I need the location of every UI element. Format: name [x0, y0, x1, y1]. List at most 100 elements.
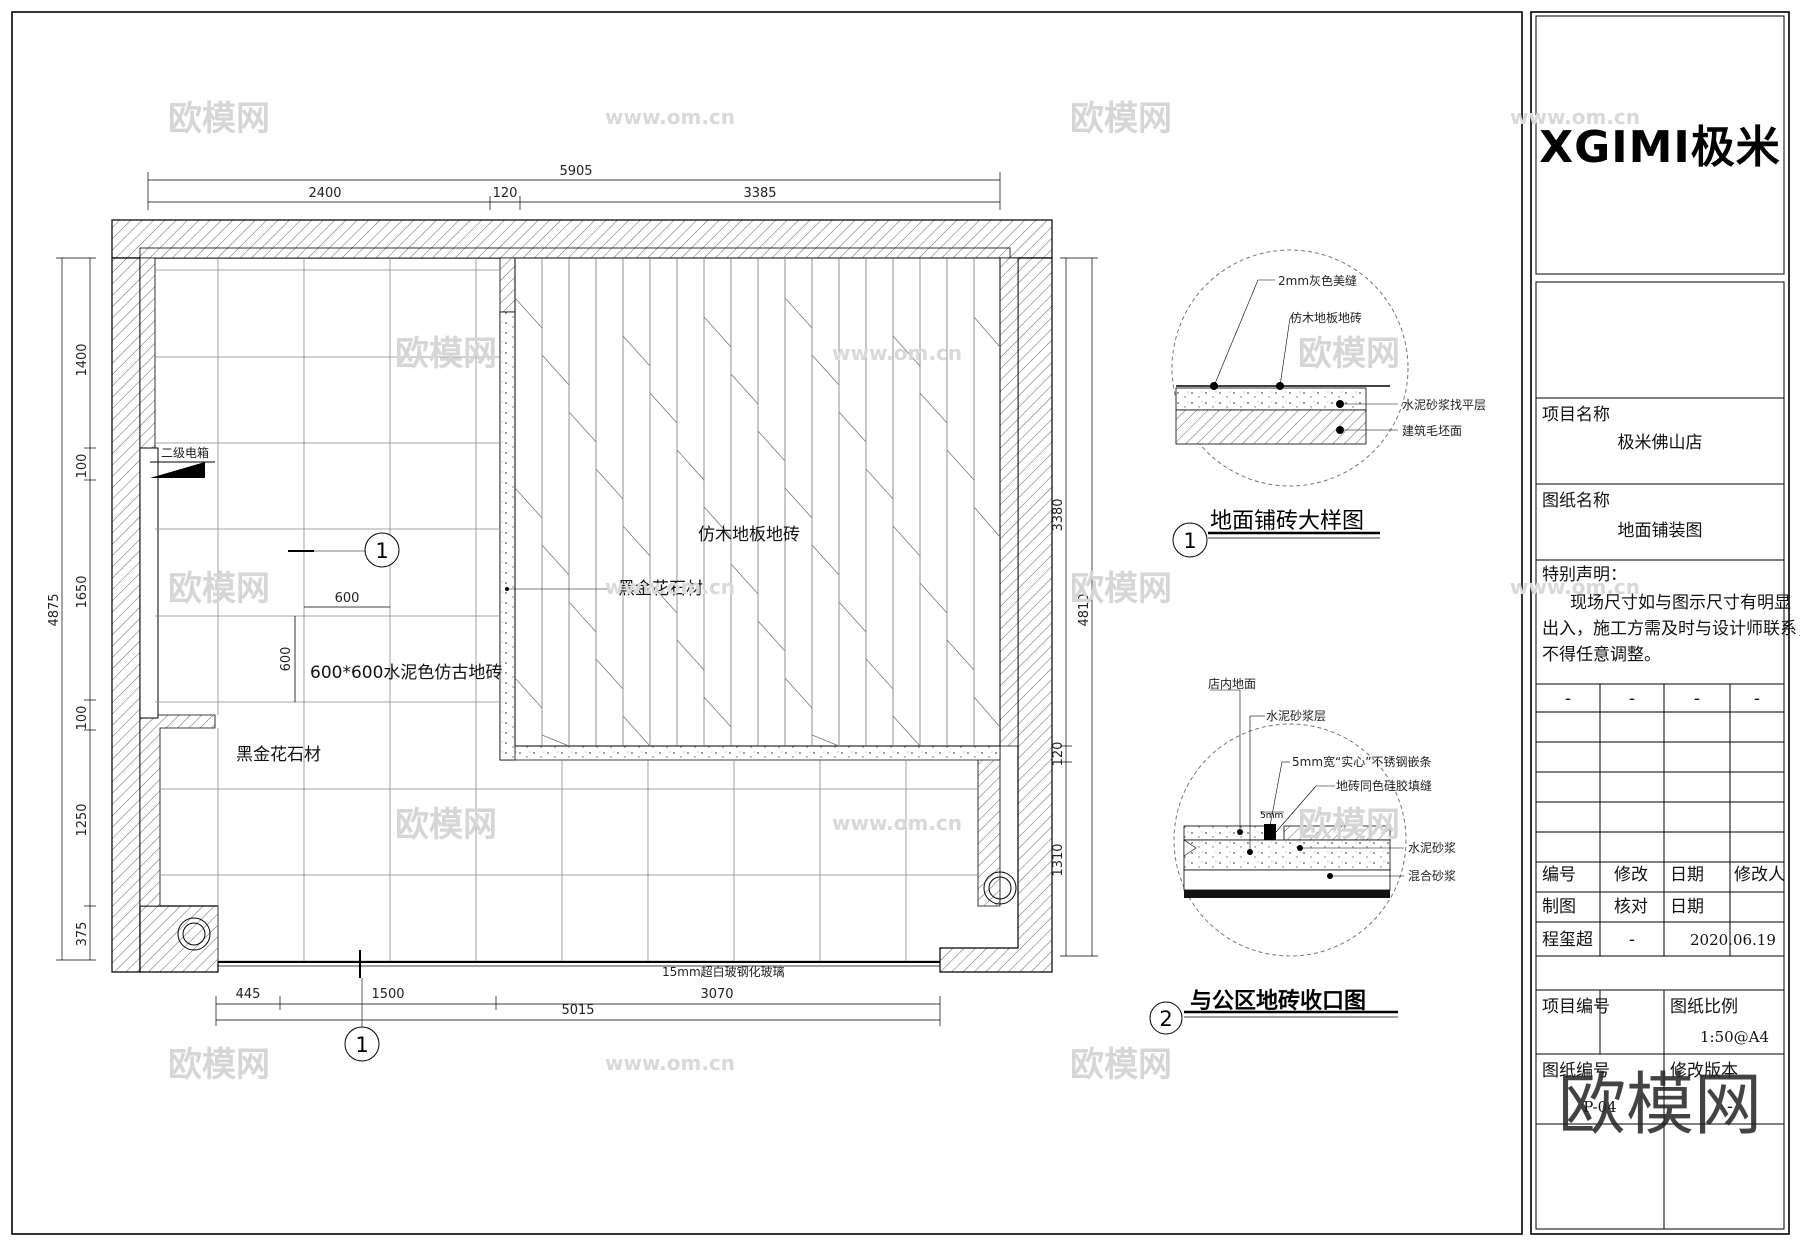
svg-text:欧模网: 欧模网 [1070, 1045, 1172, 1085]
svg-text:欧模网: 欧模网 [168, 99, 270, 139]
sign-header-date: 日期 [1670, 897, 1704, 917]
notice-line-3: 不得任意调整。 [1542, 645, 1661, 665]
svg-text:欧模网: 欧模网 [1298, 805, 1400, 845]
sign-header-draft: 制图 [1542, 897, 1576, 917]
rev-header-date: 日期 [1670, 865, 1704, 885]
detail2-number: 2 [1159, 1007, 1172, 1031]
drawing-frame [11, 11, 1523, 1235]
cement-tile-label: 600*600水泥色仿古地砖 [310, 663, 502, 683]
project-name: 极米佛山店 [1618, 433, 1703, 453]
notice-line-1: 现场尺寸如与图示尺寸有明显 [1570, 593, 1791, 613]
detail-2: 店内地面 水泥砂浆层 5mm宽“实心”不锈钢嵌条 地砖同色硅胶填缝 水泥砂浆 混… [1149, 677, 1456, 1035]
dim-top-3: 3385 [743, 186, 776, 201]
detail2-note-4: 地砖同色硅胶填缝 [1336, 778, 1432, 793]
detail2-title: 与公区地砖收口图 [1190, 988, 1366, 1014]
dim-left-5: 1250 [75, 803, 90, 836]
drawing-no-label: 图纸编号 [1542, 1061, 1610, 1081]
svg-text:欧模网: 欧模网 [168, 1045, 270, 1085]
dim-left-3: 1650 [75, 575, 90, 608]
drawing-date: 2020.06.19 [1690, 931, 1776, 949]
svg-text:欧模网: 欧模网 [168, 569, 270, 609]
svg-text:www.om.cn: www.om.cn [1510, 575, 1640, 599]
svg-text:www.om.cn: www.om.cn [605, 1051, 735, 1075]
detail2-note-1: 店内地面 [1208, 677, 1256, 691]
dim-right-total: 4810 [1077, 593, 1092, 626]
svg-text:欧模网: 欧模网 [395, 805, 497, 845]
dim-right-2: 120 [1051, 742, 1066, 767]
notice-label: 特别声明： [1542, 565, 1627, 585]
rev-header-person: 修改人 [1734, 865, 1785, 885]
svg-text:欧模网: 欧模网 [1070, 569, 1172, 609]
dim-left-2: 100 [75, 454, 90, 479]
floor-plan: 600 600 二级电箱 600*600水泥色仿古地砖 仿木地板地砖 黑金花石材… [47, 164, 1098, 1062]
dim-left-6: 375 [75, 922, 90, 947]
detail-1: 2mm灰色美缝 仿木地板地砖 水泥砂浆找平层 建筑毛坯面 1 地面铺砖大样图 [1171, 249, 1486, 558]
dim-left-4: 100 [75, 706, 90, 731]
version-value: - [1727, 1097, 1733, 1117]
rev-dash-1: - [1565, 689, 1571, 709]
column-circle-right [983, 871, 1017, 905]
column-circle-left [177, 917, 211, 951]
detail2-note-2: 水泥砂浆层 [1266, 708, 1326, 723]
dim-right-3: 1310 [1051, 843, 1066, 876]
wood-plank-area [514, 257, 1001, 747]
detail1-title: 地面铺砖大样图 [1210, 509, 1364, 534]
rev-header-change: 修改 [1614, 865, 1648, 885]
title-block-frame [1530, 11, 1790, 1235]
cement-tile-grid [155, 258, 978, 962]
rev-header-no: 编号 [1542, 865, 1576, 885]
detail1-note-3: 水泥砂浆找平层 [1402, 397, 1486, 412]
drawing-name: 地面铺装图 [1618, 521, 1703, 541]
svg-text:www.om.cn: www.om.cn [1510, 105, 1640, 129]
dim-overall-width: 5905 [559, 164, 592, 179]
version-label: 修改版本 [1670, 1061, 1738, 1081]
scale-value: 1:50@A4 [1700, 1028, 1769, 1046]
wood-tile-label: 仿木地板地砖 [698, 525, 800, 545]
dim-top-1: 2400 [308, 186, 341, 201]
svg-text:www.om.cn: www.om.cn [832, 811, 962, 835]
notice-line-2: 出入，施工方需及时与设计师联系， [1542, 619, 1800, 639]
svg-text:www.om.cn: www.om.cn [605, 105, 735, 129]
xgimi-logo: XGIMI极米 [1539, 122, 1781, 173]
svg-text:www.om.cn: www.om.cn [605, 575, 735, 599]
scale-label: 图纸比例 [1670, 997, 1738, 1017]
dim-left-total: 4875 [47, 593, 62, 626]
wall-right [939, 257, 1053, 973]
detail1-note-2: 仿木地板地砖 [1290, 310, 1362, 325]
svg-text:欧模网: 欧模网 [1070, 99, 1172, 139]
watermarks: 欧模网 www.om.cn 欧模网 www.om.cn 欧模网 www.om.c… [168, 99, 1640, 1085]
dim-left-1: 1400 [75, 343, 90, 376]
detail2-gap: 5mm [1260, 811, 1283, 821]
detail1-note-1: 2mm灰色美缝 [1278, 273, 1357, 288]
dim-bottom-total: 5015 [561, 1003, 594, 1018]
project-no-label: 项目编号 [1542, 997, 1610, 1017]
black-gold-label-2: 黑金花石材 [236, 745, 321, 765]
dim-right-1: 3380 [1051, 498, 1066, 531]
tile-size-h: 600 [335, 591, 360, 606]
svg-text:欧模网: 欧模网 [1298, 334, 1400, 374]
detail2-note-5: 水泥砂浆 [1408, 840, 1456, 855]
drawing-no: P-04 [1583, 1098, 1616, 1116]
sign-header-check: 核对 [1614, 897, 1648, 917]
big-watermark: 欧模网 [1558, 1066, 1762, 1145]
dim-bottom-2: 1500 [371, 987, 404, 1002]
project-label: 项目名称 [1542, 405, 1610, 425]
rev-dash-2: - [1629, 689, 1635, 709]
tile-size-v: 600 [279, 647, 294, 672]
column-left [139, 257, 156, 449]
svg-text:www.om.cn: www.om.cn [832, 341, 962, 365]
title-block [1535, 15, 1785, 1230]
drafter-name: 程玺超 [1542, 930, 1593, 950]
wall-left [111, 257, 141, 973]
svg-text:欧模网: 欧模网 [395, 334, 497, 374]
detail1-note-4: 建筑毛坯面 [1402, 423, 1462, 438]
detail2-note-6: 混合砂浆 [1408, 868, 1456, 883]
detail2-note-3: 5mm宽“实心”不锈钢嵌条 [1292, 754, 1431, 769]
dim-top-2: 120 [493, 186, 518, 201]
electric-box-label: 二级电箱 [161, 445, 209, 460]
section-marker-2: 1 [355, 1033, 368, 1057]
rev-dash-3: - [1694, 689, 1700, 709]
svg-text:XGIMI极米: XGIMI极米 [1539, 122, 1781, 173]
checker-name: - [1629, 930, 1635, 950]
